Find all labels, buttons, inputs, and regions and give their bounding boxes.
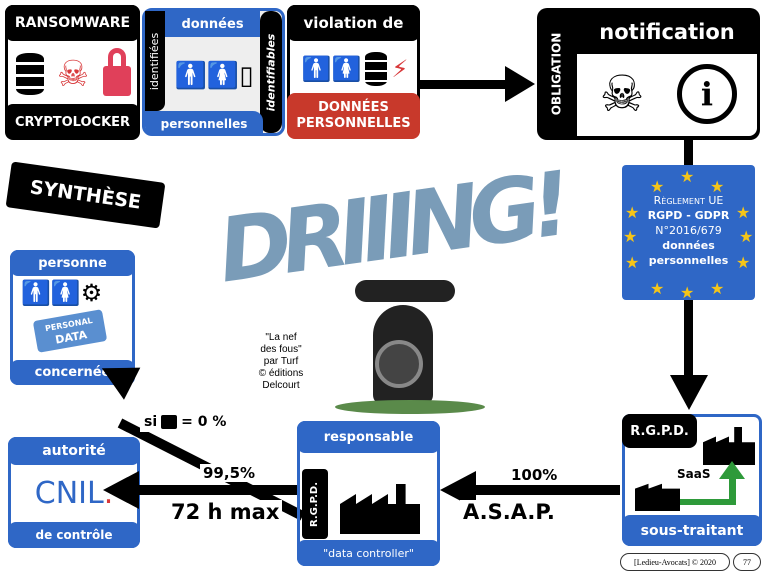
connector-line <box>684 140 693 166</box>
delay-cnil-time: 72 h max <box>168 500 283 524</box>
pirate-skull-icon: ☠ <box>599 65 645 123</box>
factory-icon <box>340 484 420 534</box>
rgpd-tag: R.G.P.D. <box>622 414 697 448</box>
notification-card: notification OBLIGATION ☠ i <box>537 8 760 140</box>
padlock-shackle-icon <box>108 48 126 70</box>
eu-l1: Règlement UE <box>653 194 724 207</box>
notification-title: notification <box>599 20 735 44</box>
factory-icon <box>635 483 680 511</box>
eu-l3: N°2016/679 <box>655 224 722 237</box>
delay-resp-pct: 100% <box>508 466 561 484</box>
ransomware-label: RANSOMWARE <box>5 5 140 41</box>
arrow-to-cnil <box>135 485 300 495</box>
rgpd-side-label: R.G.P.D. <box>302 469 328 539</box>
obligation-label: OBLIGATION <box>549 32 563 116</box>
people-phone-icon: 🚹🚺▯ <box>174 61 254 91</box>
sous-traitant-label: sous-traitant <box>622 515 762 546</box>
violation-label: violation de <box>287 5 420 41</box>
lock-icon <box>161 415 178 429</box>
arrowhead <box>103 471 139 509</box>
notification-icons-panel: ☠ i <box>577 54 757 136</box>
eu-regulation-card: ★★★★★★★★★★★★ Règlement UE RGPD - GDPR N°… <box>622 165 755 302</box>
synthese-badge: SYNTHÈSE <box>5 161 166 229</box>
growth-arrowhead <box>719 461 745 479</box>
arrow-to-responsable <box>470 485 620 495</box>
ransomware-card: RANSOMWARE ☠ CRYPTOLOCKER <box>5 5 140 140</box>
personne-label: personne <box>10 250 135 276</box>
autorite-card: autorité CNIL. de contrôle <box>8 437 140 548</box>
lock-rule: si = 0 % <box>140 412 231 432</box>
arrowhead <box>670 375 708 410</box>
people-database-breach-icon: 🚹🚺⚡ <box>295 46 415 91</box>
identifiables-label: identifiables <box>260 11 282 133</box>
donnees-label: données <box>165 11 260 37</box>
delay-cnil-pct: 99,5% <box>200 464 259 482</box>
donnees-personnelles-label: DONNÉES PERSONNELLES <box>287 93 420 139</box>
personnelles-label: personnelles <box>145 111 263 136</box>
page-number: 77 <box>733 553 761 571</box>
arrow-to-notification <box>420 80 510 89</box>
de-controle-label: de contrôle <box>8 522 140 548</box>
violation-card: violation de 🚹🚺⚡ DONNÉES PERSONNELLES <box>287 5 420 139</box>
data-controller-label: "data controller" <box>297 540 440 566</box>
eu-l2: RGPD - GDPR <box>647 209 730 222</box>
telephone-illustration <box>335 275 485 415</box>
footer-credit: [Ledieu-Avocats] © 2020 <box>620 553 730 571</box>
eu-l5: personnelles <box>648 254 729 267</box>
database-icon <box>16 53 44 95</box>
arrow-to-sous-traitant <box>684 300 693 380</box>
sous-traitant-card: R.G.P.D. SaaS sous-traitant <box>622 414 762 546</box>
eu-l4: données <box>662 239 715 252</box>
responsable-card: responsable R.G.P.D. "data controller" <box>297 421 440 566</box>
responsable-label: responsable <box>297 421 440 453</box>
autorite-label: autorité <box>8 437 140 465</box>
skull-crossbones-icon: ☠ <box>56 53 90 95</box>
delay-resp-time: A.S.A.P. <box>460 500 558 524</box>
info-icon: i <box>677 64 737 124</box>
identifiees-label: identifiées <box>145 11 165 111</box>
concernee-label: concernée <box>10 360 135 385</box>
eu-stars-icon: ★★★★★★★★★★★★ <box>623 167 754 302</box>
growth-arrow-icon <box>680 499 735 505</box>
personal-data-usb-icon: PERSONAL DATA <box>32 309 108 353</box>
growth-arrow-shaft <box>729 477 736 505</box>
donnees-card: données identifiées identifiables 🚹🚺▯ pe… <box>142 8 285 136</box>
padlock-icon <box>103 66 131 96</box>
people-gears-icon: 🚹🚺⚙ <box>21 279 103 307</box>
saas-label: SaaS <box>677 467 711 481</box>
factory-icon <box>703 427 755 465</box>
cryptolocker-label: CRYPTOLOCKER <box>5 104 140 140</box>
personne-card: personne 🚹🚺⚙ PERSONAL DATA concernée <box>10 250 135 385</box>
arrowhead <box>505 66 535 102</box>
